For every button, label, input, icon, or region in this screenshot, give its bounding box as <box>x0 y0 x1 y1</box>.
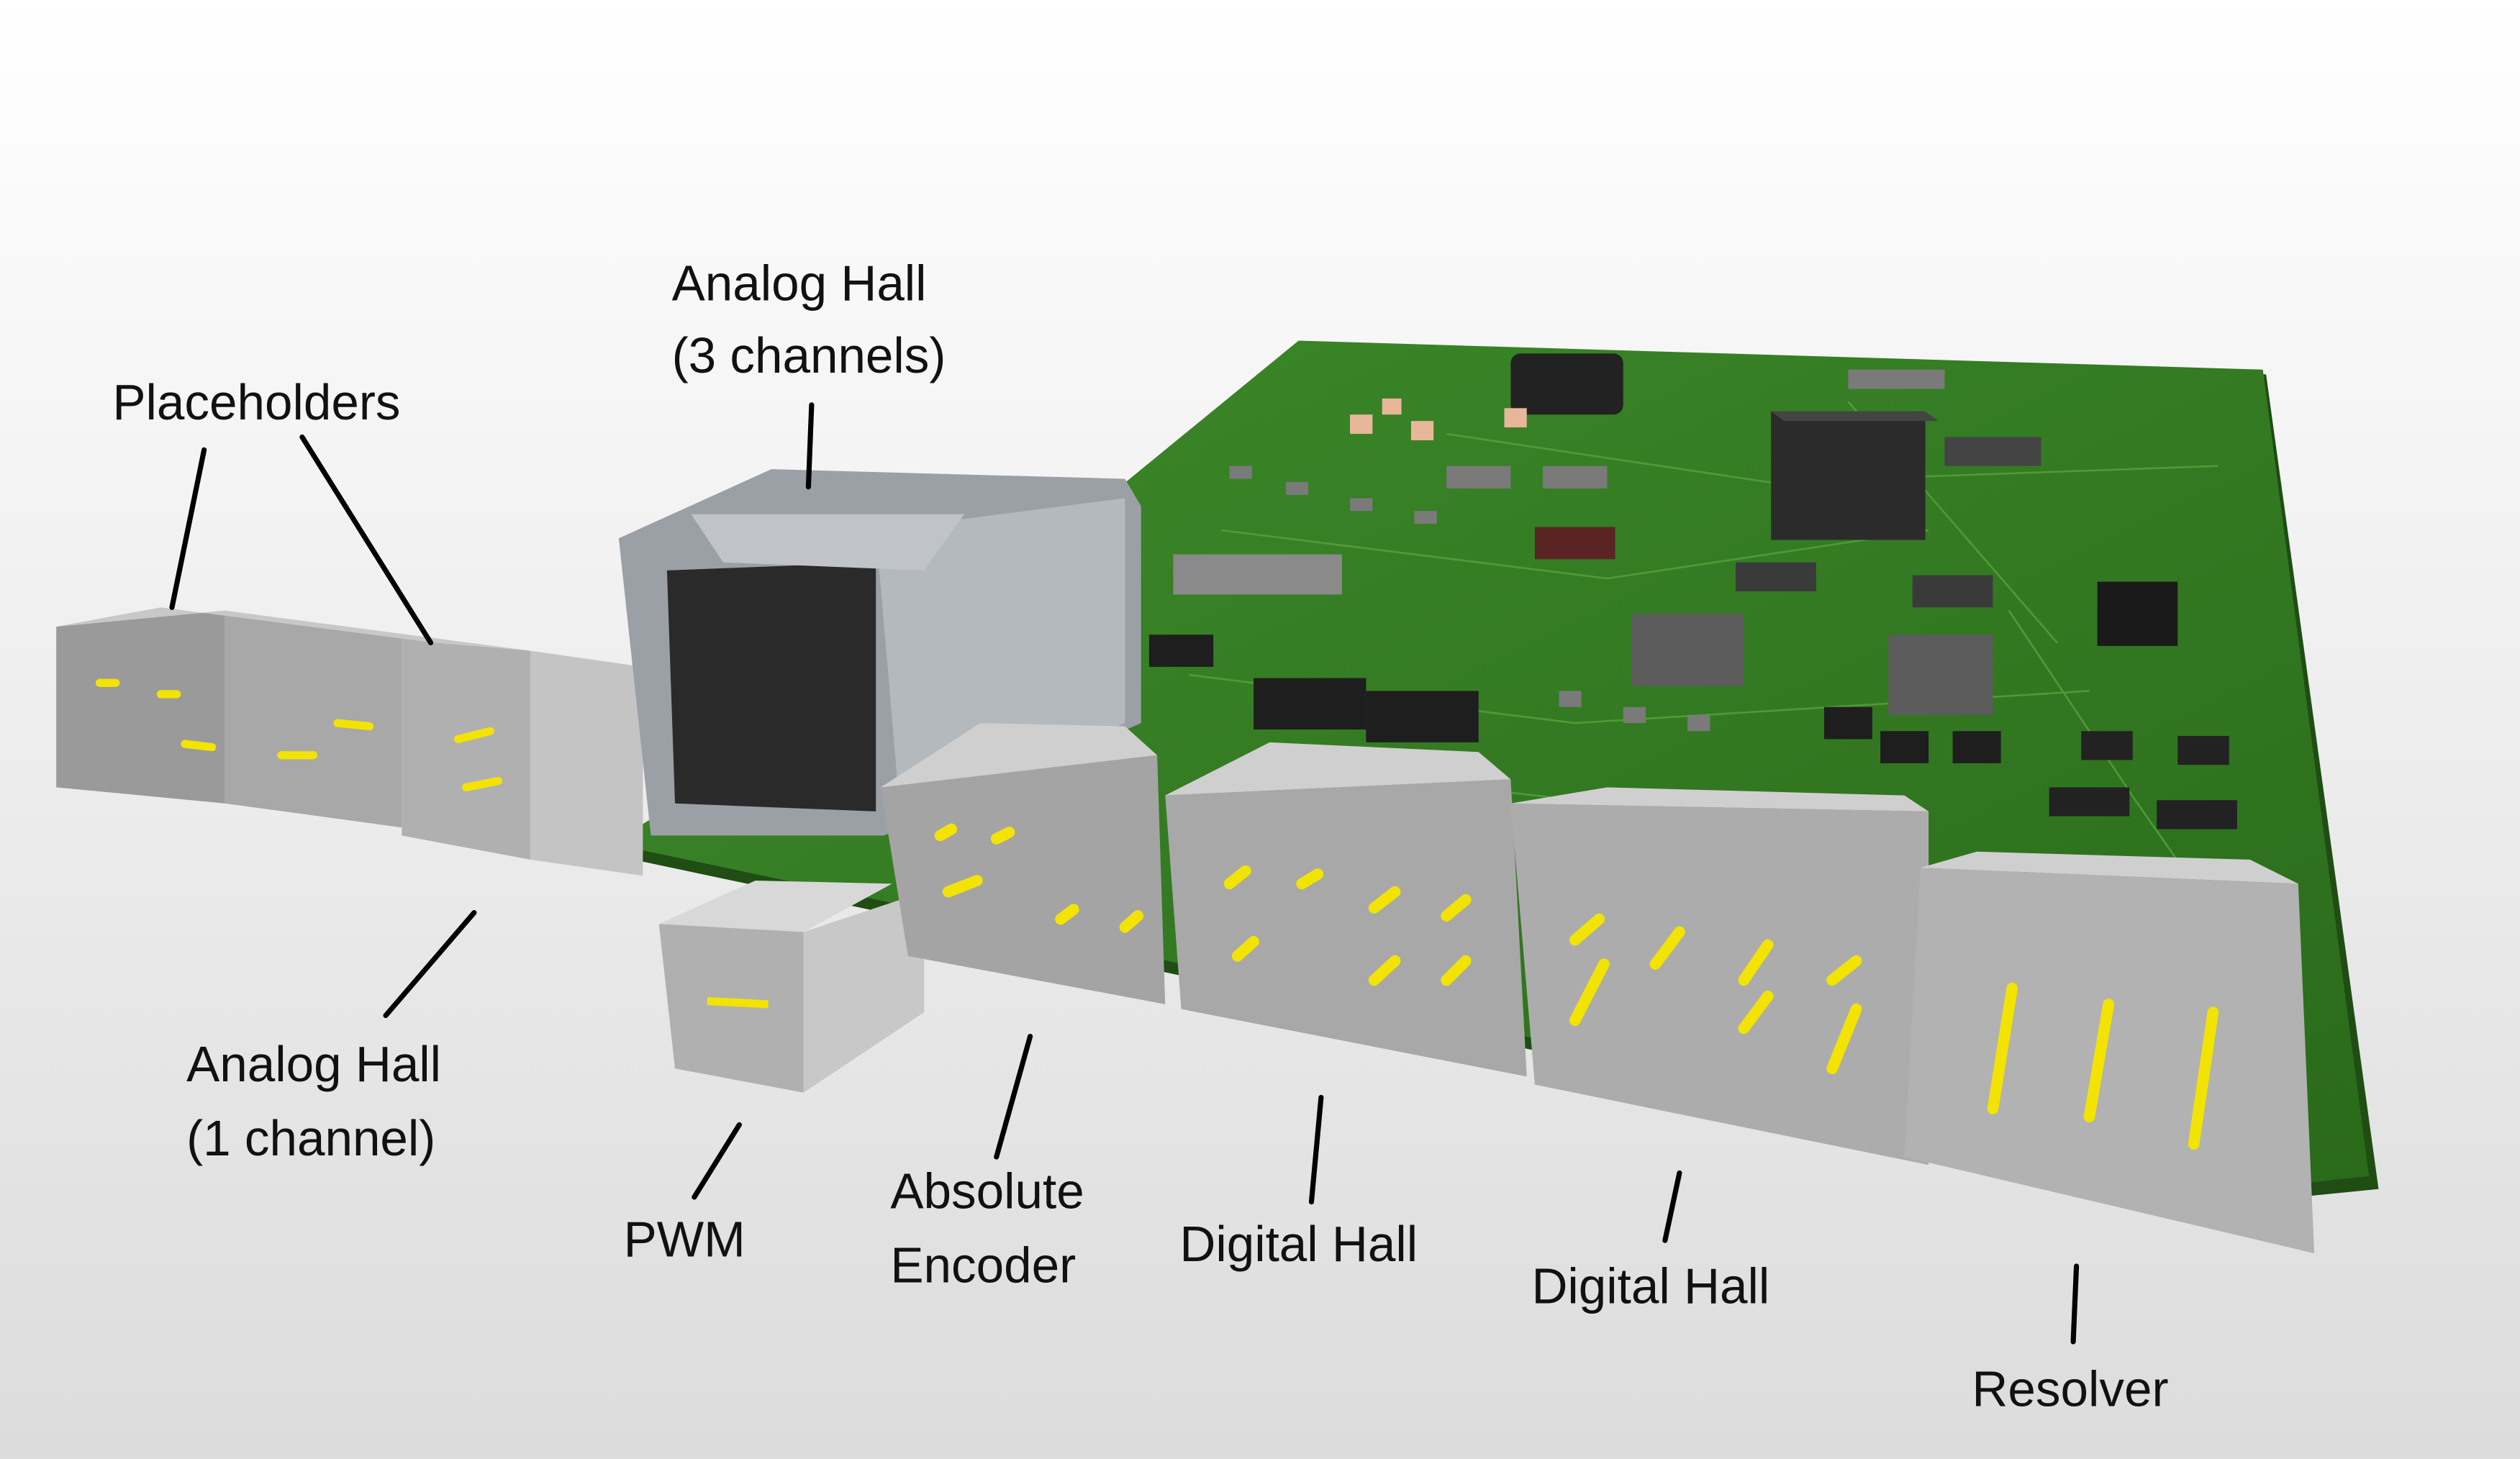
leader-placeholder-1 <box>169 447 207 610</box>
label-analog-hall-1ch-line1: Analog Hall <box>186 1036 441 1092</box>
label-placeholders: Placeholders <box>112 374 400 430</box>
label-pwm: PWM <box>624 1212 745 1268</box>
label-analog-hall-3ch-line1: Analog Hall <box>672 255 927 312</box>
leader-lines <box>169 402 2080 1345</box>
leader-resolver <box>2070 1263 2080 1345</box>
pwm-connector <box>658 880 925 1093</box>
leader-placeholder-2 <box>299 434 434 645</box>
leader-digital-hall-2 <box>1662 1170 1682 1243</box>
leader-analog-hall-3ch <box>805 402 815 490</box>
label-analog-hall-1ch-line2: (1 channel) <box>186 1110 435 1166</box>
leader-digital-hall-1 <box>1308 1094 1324 1205</box>
placeholder-connectors <box>56 607 643 876</box>
connector-row <box>880 723 2315 1254</box>
leader-analog-hall-1ch <box>383 910 477 1019</box>
label-digital-hall-1: Digital Hall <box>1179 1216 1418 1272</box>
label-digital-hall-2: Digital Hall <box>1531 1258 1769 1314</box>
label-absolute-encoder-line2: Encoder <box>890 1237 1076 1293</box>
ic-chips <box>1148 353 2237 830</box>
label-resolver: Resolver <box>1972 1360 2168 1417</box>
leader-absolute-encoder <box>994 1034 1033 1160</box>
label-analog-hall-3ch-line2: (3 channels) <box>672 327 946 383</box>
label-absolute-encoder-line1: Absolute <box>890 1163 1084 1219</box>
leader-pwm <box>692 1122 742 1200</box>
